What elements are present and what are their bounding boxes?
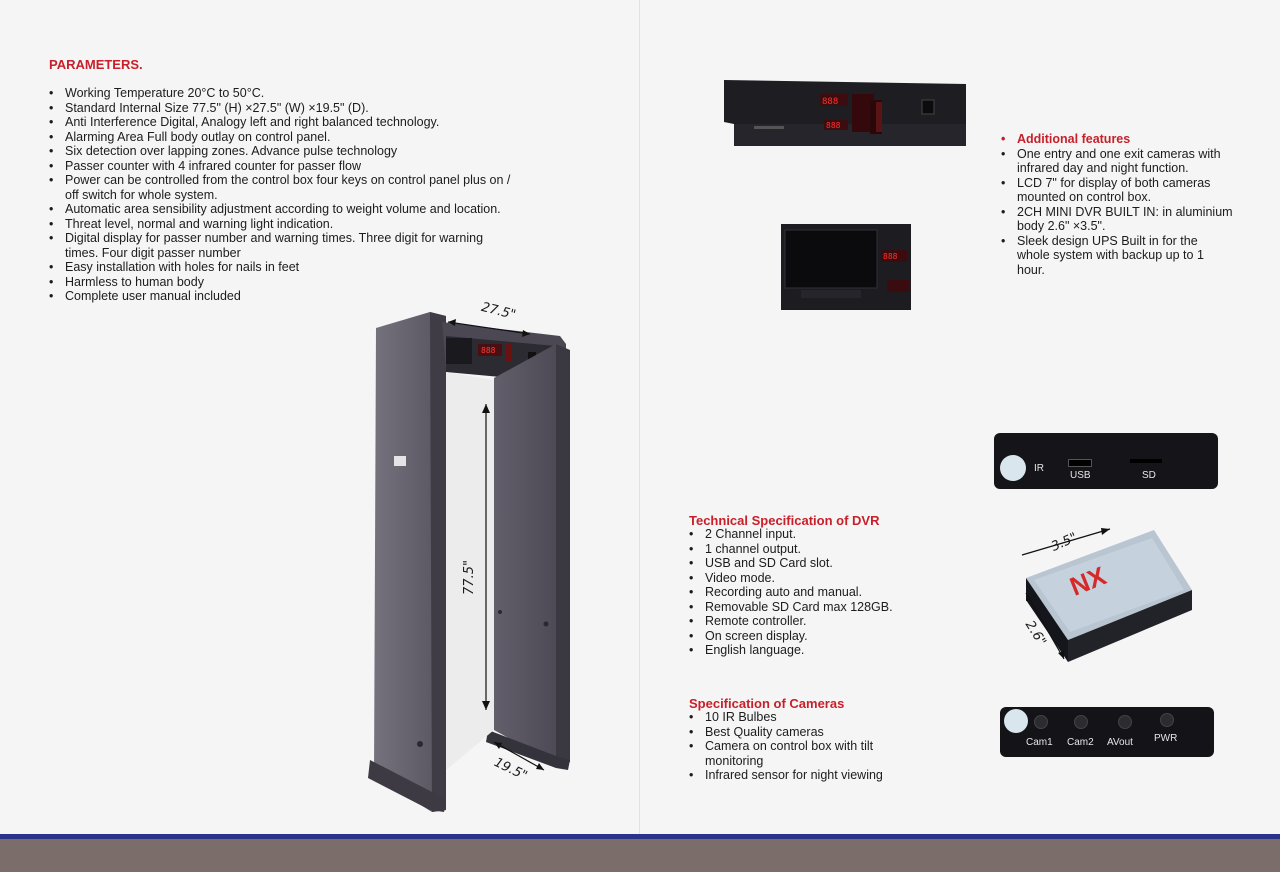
parameters-heading: PARAMETERS.: [49, 57, 143, 72]
footer-blue-band: [0, 834, 1280, 839]
additional-features-list: Additional features One entry and one ex…: [1001, 132, 1233, 277]
additional-features-heading: Additional features: [1001, 132, 1233, 147]
camera-spec-list: 10 IR Bulbes Best Quality cameras Camera…: [689, 710, 919, 783]
dvr-spec-heading: Technical Specification of DVR: [689, 513, 880, 528]
dvr-box-image: [1026, 530, 1192, 662]
control-box-lcd-image: 888: [781, 224, 911, 310]
list-item: Remote controller.: [689, 614, 949, 629]
dvr-box-dimension-arrows: [1021, 528, 1111, 660]
list-item: Complete user manual included: [49, 289, 519, 304]
list-item: Camera on control box with tilt monitori…: [689, 739, 919, 768]
list-item: Sleek design UPS Built in for the whole …: [1001, 234, 1233, 278]
list-item: 1 channel output.: [689, 542, 949, 557]
gate-dimension-arrows: [447, 319, 545, 771]
sd-slot-icon: [1130, 459, 1162, 463]
list-item: 2 Channel input.: [689, 527, 949, 542]
dvr-spec-list: 2 Channel input. 1 channel output. USB a…: [689, 527, 949, 658]
list-item: Working Temperature 20°C to 50°C.: [49, 86, 519, 101]
list-item: One entry and one exit cameras with infr…: [1001, 147, 1233, 176]
list-item: 10 IR Bulbes: [689, 710, 919, 725]
list-item: Infrared sensor for night viewing: [689, 768, 919, 783]
dvr-cam1-label: Cam1: [1026, 737, 1053, 748]
dvr-front-panel-image: IR USB SD: [994, 433, 1218, 489]
list-item: Best Quality cameras: [689, 725, 919, 740]
walk-through-gate-image: 888: [368, 312, 570, 812]
dvr-cam2-label: Cam2: [1067, 737, 1094, 748]
dvr-badge-icon: [1000, 455, 1026, 481]
list-item: Video mode.: [689, 571, 949, 586]
dvr-sd-label: SD: [1142, 470, 1156, 481]
dvr-back-panel-image: Cam1 Cam2 AVout PWR: [1000, 707, 1214, 757]
dvr-usb-label: USB: [1070, 470, 1091, 481]
list-item: USB and SD Card slot.: [689, 556, 949, 571]
list-item: Automatic area sensibility adjustment ac…: [49, 202, 519, 217]
dvr-avout-label: AVout: [1107, 737, 1133, 748]
parameters-list: Working Temperature 20°C to 50°C. Standa…: [49, 86, 519, 304]
usb-port-icon: [1068, 459, 1092, 467]
list-item: Power can be controlled from the control…: [49, 173, 519, 202]
svg-text:888: 888: [883, 252, 898, 261]
footer-band: [0, 839, 1280, 872]
cam2-port-icon: [1074, 715, 1088, 729]
list-item: Recording auto and manual.: [689, 585, 949, 600]
list-item: Threat level, normal and warning light i…: [49, 217, 519, 232]
avout-port-icon: [1118, 715, 1132, 729]
list-item: Easy installation with holes for nails i…: [49, 260, 519, 275]
list-item: Removable SD Card max 128GB.: [689, 600, 949, 615]
list-item: Alarming Area Full body outlay on contro…: [49, 130, 519, 145]
control-box-image: 888 888: [724, 80, 966, 146]
gate-height-label: 77.5": [461, 560, 477, 595]
dvr-ir-label: IR: [1034, 463, 1044, 474]
page-fold: [639, 0, 640, 834]
list-item: Six detection over lapping zones. Advanc…: [49, 144, 519, 159]
list-item: Digital display for passer number and wa…: [49, 231, 519, 260]
dvr-badge-icon: [1004, 709, 1028, 733]
cam1-port-icon: [1034, 715, 1048, 729]
svg-text:888: 888: [822, 97, 838, 107]
svg-text:888: 888: [826, 121, 841, 130]
dvr-pwr-label: PWR: [1154, 733, 1178, 744]
list-item: Passer counter with 4 infrared counter f…: [49, 159, 519, 174]
power-port-icon: [1160, 713, 1174, 727]
list-item: Standard Internal Size 77.5" (H) ×27.5" …: [49, 101, 519, 116]
list-item: Harmless to human body: [49, 275, 519, 290]
list-item: LCD 7" for display of both cameras mount…: [1001, 176, 1233, 205]
list-item: 2CH MINI DVR BUILT IN: in aluminium body…: [1001, 205, 1233, 234]
list-item: Anti Interference Digital, Analogy left …: [49, 115, 519, 130]
list-item: English language.: [689, 643, 949, 658]
camera-spec-heading: Specification of Cameras: [689, 696, 845, 711]
list-item: On screen display.: [689, 629, 949, 644]
svg-text:888: 888: [481, 346, 496, 355]
